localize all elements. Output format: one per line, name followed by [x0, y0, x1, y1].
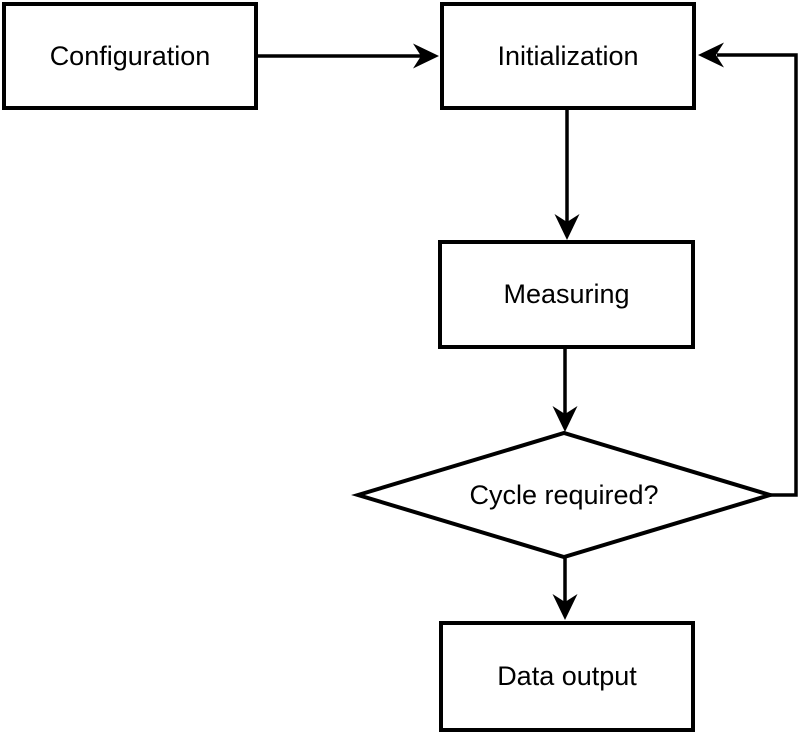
arrowhead-into-initialization-left	[413, 43, 439, 69]
node-data-output-label: Data output	[497, 661, 637, 691]
node-measuring-label: Measuring	[503, 279, 630, 309]
node-initialization: Initialization	[440, 2, 696, 110]
node-configuration: Configuration	[2, 2, 258, 110]
node-configuration-label: Configuration	[49, 40, 211, 71]
arrowhead-into-data-output-top	[552, 594, 578, 620]
node-initialization-label: Initialization	[497, 40, 639, 71]
node-data-output: Data output	[439, 621, 695, 732]
node-measuring: Measuring	[438, 240, 695, 349]
arrowhead-into-cycle-required-top	[552, 406, 578, 432]
arrowhead-into-initialization-right	[698, 42, 724, 68]
node-cycle-required-shape	[351, 430, 777, 560]
arrowhead-into-measuring-top	[554, 214, 580, 240]
edge-cycle-required-to-initialization-loop	[717, 53, 798, 497]
